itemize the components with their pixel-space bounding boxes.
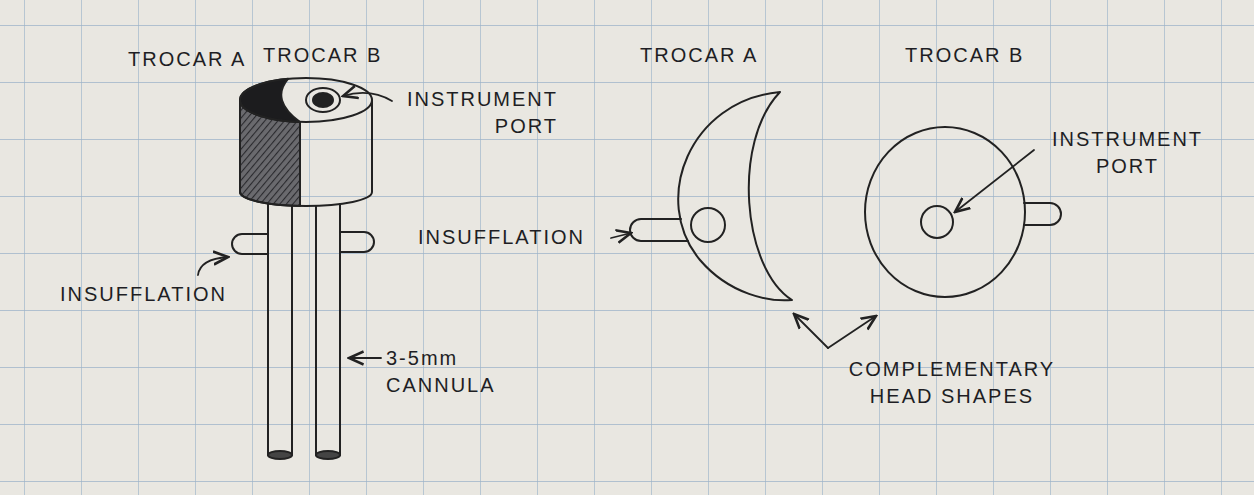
bracket-arrow: [828, 316, 876, 348]
note-label: COMPLEMENTARY HEAD SHAPES: [832, 356, 1072, 410]
insufflation-port: [630, 219, 688, 241]
trocar-label: TROCAR B: [263, 42, 382, 69]
crescent-head: [678, 92, 792, 300]
leader-line: [349, 357, 381, 359]
callout-label: INSUFFLATION: [60, 281, 227, 308]
callout-label: INSUFFLATION: [418, 224, 585, 251]
instrument-port: [313, 93, 333, 107]
leader-line: [955, 150, 1034, 212]
cannula-tip: [316, 451, 340, 459]
head-top: [240, 78, 372, 122]
bracket-arrow: [794, 314, 828, 348]
trocar-assembly: [232, 78, 374, 459]
head-shapes: [630, 92, 1061, 300]
instrument-port: [921, 206, 953, 238]
leader-line: [343, 93, 392, 101]
cannula-b: [316, 204, 340, 455]
instrument-port-ring: [306, 88, 340, 112]
trocar-label: TROCAR B: [905, 42, 1024, 69]
dimension-label: 3-5mm CANNULA: [386, 345, 516, 399]
insufflation-port: [340, 232, 374, 252]
leader-line: [611, 233, 631, 238]
leader-lines: [198, 93, 1034, 358]
callout-label: INSTRUMENT PORT: [1040, 126, 1215, 180]
trocar-label: TROCAR A: [640, 42, 758, 69]
insufflation-port: [1024, 203, 1061, 225]
instrument-port: [691, 208, 725, 242]
trocar-label: TROCAR A: [128, 46, 246, 73]
insufflation-port: [232, 234, 268, 254]
leader-line: [198, 257, 228, 275]
cannula-a: [268, 203, 292, 455]
trocar-a-top: [240, 79, 300, 122]
round-head: [865, 127, 1025, 297]
cannula-tip: [268, 451, 292, 459]
callout-label: INSTRUMENT PORT: [398, 86, 558, 140]
